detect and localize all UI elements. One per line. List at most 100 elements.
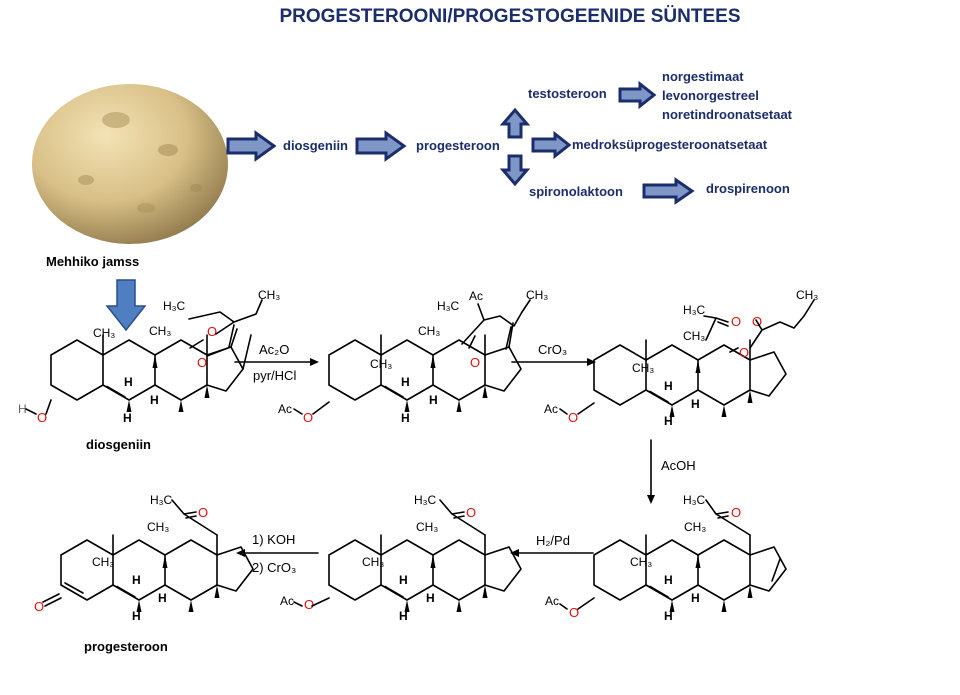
svg-text:O: O [739,345,749,360]
svg-text:O: O [197,355,207,370]
block-arrow-icon [618,80,657,110]
svg-text:O: O [466,505,476,520]
flow-diosgenin: diosgeniin [283,138,348,153]
svg-text:H: H [399,573,408,587]
flow-spironolactone: spironolaktoon [529,184,623,199]
progesterone-label: progesteroon [84,639,168,654]
flow-testosterone: testosteroon [528,86,607,101]
svg-text:O: O [198,505,208,520]
svg-text:H: H [691,591,700,605]
diosgenin-label: diosgeniin [86,437,151,452]
svg-text:H₃C: H₃C [437,299,460,313]
svg-text:O: O [207,324,217,339]
flow-arrows [226,80,695,205]
svg-text:CH₃: CH₃ [92,555,114,569]
svg-text:Ac: Ac [469,289,483,303]
svg-text:CH₃: CH₃ [416,520,438,534]
svg-text:CH₃: CH₃ [684,520,706,534]
svg-text:O: O [731,505,741,520]
reagent-cro3: CrO₃ [538,342,568,357]
svg-text:O: O [568,410,578,425]
svg-text:H: H [123,411,132,425]
svg-text:CH₃: CH₃ [258,288,280,302]
svg-text:CH₃: CH₃ [149,324,171,338]
svg-text:Ac: Ac [280,594,294,608]
svg-text:O: O [303,410,313,425]
reagent-acoh: AcOH [661,458,696,473]
reaction-arrow-icon [647,439,655,504]
svg-text:H: H [664,414,673,428]
svg-text:H₃C: H₃C [414,493,437,507]
svg-text:CH₃: CH₃ [683,329,705,343]
svg-text:CH₃: CH₃ [362,555,384,569]
svg-text:H: H [132,573,141,587]
block-arrow-icon [531,130,572,160]
svg-text:H: H [664,573,673,587]
acetylated-intermediate-structure: CH₃ CH₃ H₃C Ac CH₃ O O Ac H H H [278,288,548,425]
progesterone-structure: CH₃ CH₃ H₃C O O H H H [34,493,218,623]
flow-drospirenone: drospirenoon [706,181,790,196]
svg-text:H: H [429,393,438,407]
block-arrow-icon [355,130,407,162]
svg-text:H₃C: H₃C [163,299,186,313]
dehydro-pregnenolone-acetate-structure: CH₃ CH₃ H₃C O O Ac H H H [545,493,751,623]
svg-text:CH₃: CH₃ [526,288,548,302]
svg-text:H₃C: H₃C [683,493,706,507]
oxidized-intermediate-structure: CH₃ CH₃ H₃C O O O CH₃ O Ac H H H [544,288,818,428]
svg-text:O: O [304,597,314,612]
svg-text:H: H [426,591,435,605]
svg-text:CH₃: CH₃ [630,555,652,569]
svg-text:CH₃: CH₃ [93,326,115,340]
svg-text:H: H [124,375,133,389]
flow-levonorgestrel: levonorgestreel [662,88,759,103]
svg-text:O: O [569,605,579,620]
svg-text:Ac: Ac [544,402,558,416]
svg-text:CH₃: CH₃ [796,288,818,302]
reagent-h2-pd: H₂/Pd [536,533,570,548]
reaction-arrow-icon [236,549,319,557]
svg-text:H: H [150,393,159,407]
svg-text:CH₃: CH₃ [632,361,654,375]
block-arrow-icon [499,107,531,139]
down-block-arrow-icon [105,279,147,332]
flow-norethindrone-acetate: noretindroonatsetaat [662,107,793,122]
flow-medroxyprogesterone-acetate: medroksüprogesteroonatsetaat [572,137,768,152]
page-title: PROGESTEROONI/PROGESTOGEENIDE SÜNTEES [279,6,741,27]
reagent-ac2o: Ac₂O [259,342,290,357]
flow-norgestimate: norgestimaat [662,69,744,84]
potato-image [32,84,228,244]
svg-text:CH₃: CH₃ [418,324,440,338]
svg-text:O: O [37,410,47,425]
pregnenolone-acetate-structure: CH₃ CH₃ H₃C O O Ac H H H [280,493,486,623]
svg-text:H: H [158,591,167,605]
svg-text:O: O [34,599,44,614]
svg-text:H: H [401,375,410,389]
svg-text:H: H [664,609,673,623]
svg-text:Ac: Ac [278,402,292,416]
reagent-pyr-hcl: pyr/HCl [253,368,297,383]
reaction-arrow-icon [511,358,596,366]
svg-text:CH₃: CH₃ [147,520,169,534]
svg-text:H: H [18,402,27,416]
reagent-cro3-2: 2) CrO₃ [252,560,297,575]
svg-text:H: H [691,397,700,411]
svg-text:H: H [664,379,673,393]
svg-text:O: O [470,355,480,370]
svg-text:O: O [731,314,741,329]
flow-progesterone: progesteroon [416,138,500,153]
block-arrow-icon [499,154,531,187]
svg-text:H₃C: H₃C [683,303,706,317]
diosgenin-structure: CH₃ CH₃ H₃C CH₃ O O O H H H H [18,288,280,425]
reagent-koh: 1) KOH [252,532,296,547]
svg-text:CH₃: CH₃ [370,357,392,371]
svg-text:Ac: Ac [545,594,559,608]
svg-text:H: H [401,411,410,425]
reaction-arrow-icon [234,358,319,366]
svg-text:H: H [399,609,408,623]
block-arrow-icon [642,177,695,205]
svg-text:H: H [132,609,141,623]
reaction-arrow-icon [510,549,594,557]
block-arrow-icon [226,130,277,162]
